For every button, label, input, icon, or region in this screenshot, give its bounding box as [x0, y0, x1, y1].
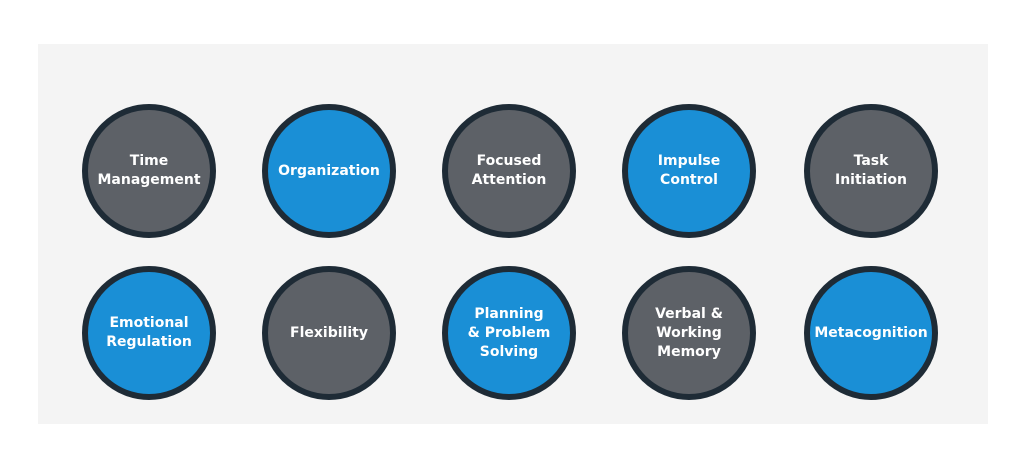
- skill-circle-impulse-control: Impulse Control: [622, 104, 756, 238]
- skill-circle-task-initiation: Task Initiation: [804, 104, 938, 238]
- skill-circle-flexibility: Flexibility: [262, 266, 396, 400]
- skill-circle-organization: Organization: [262, 104, 396, 238]
- skill-label: Impulse Control: [657, 153, 721, 188]
- skill-label: Focused Attention: [471, 153, 547, 188]
- skill-label: Time Management: [97, 153, 201, 188]
- skill-circle-planning-problem-solving: Planning & Problem Solving: [442, 266, 576, 400]
- skill-label: Emotional Regulation: [106, 315, 192, 350]
- skill-circle-verbal-working-memory: Verbal & Working Memory: [622, 266, 756, 400]
- skill-circle-time-management: Time Management: [82, 104, 216, 238]
- skill-circle-emotional-regulation: Emotional Regulation: [82, 266, 216, 400]
- skill-label: Verbal & Working Memory: [655, 305, 723, 360]
- skill-label: Metacognition: [814, 324, 928, 341]
- skill-label: Organization: [278, 162, 380, 179]
- skill-label: Task Initiation: [835, 153, 907, 188]
- skill-circle-focused-attention: Focused Attention: [442, 104, 576, 238]
- skill-label: Planning & Problem Solving: [467, 305, 551, 360]
- skill-label: Flexibility: [290, 324, 368, 341]
- skill-circle-metacognition: Metacognition: [804, 266, 938, 400]
